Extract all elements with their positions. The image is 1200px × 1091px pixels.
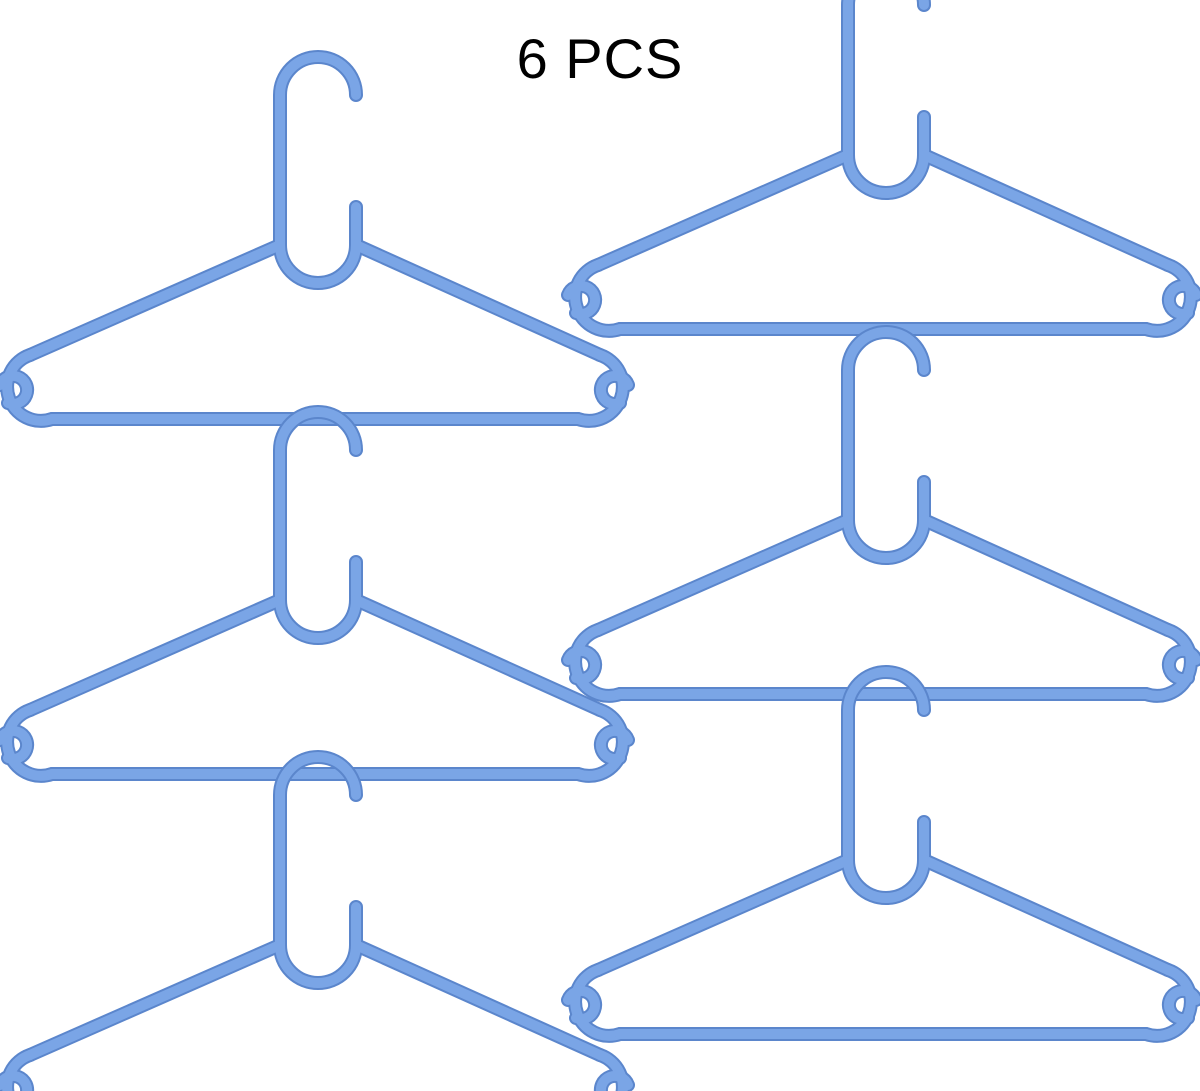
hanger-1 bbox=[0, 57, 628, 421]
hanger-body bbox=[568, 672, 1196, 1036]
hanger-outline bbox=[0, 412, 628, 776]
hanger-body bbox=[0, 412, 628, 776]
hanger-outline bbox=[0, 757, 628, 1091]
hanger-5 bbox=[0, 757, 628, 1091]
hanger-body bbox=[568, 0, 1196, 331]
hanger-6 bbox=[568, 672, 1196, 1036]
hanger-4 bbox=[568, 332, 1196, 696]
hanger-body bbox=[0, 57, 628, 421]
hanger-outline bbox=[568, 332, 1196, 696]
hanger-2 bbox=[568, 0, 1196, 331]
hanger-outline bbox=[568, 0, 1196, 331]
hanger-outline bbox=[0, 57, 628, 421]
hanger-body bbox=[0, 757, 628, 1091]
hanger-outline bbox=[568, 672, 1196, 1036]
hanger-body bbox=[568, 332, 1196, 696]
quantity-caption: 6 PCS bbox=[516, 27, 684, 90]
hanger-3 bbox=[0, 412, 628, 776]
